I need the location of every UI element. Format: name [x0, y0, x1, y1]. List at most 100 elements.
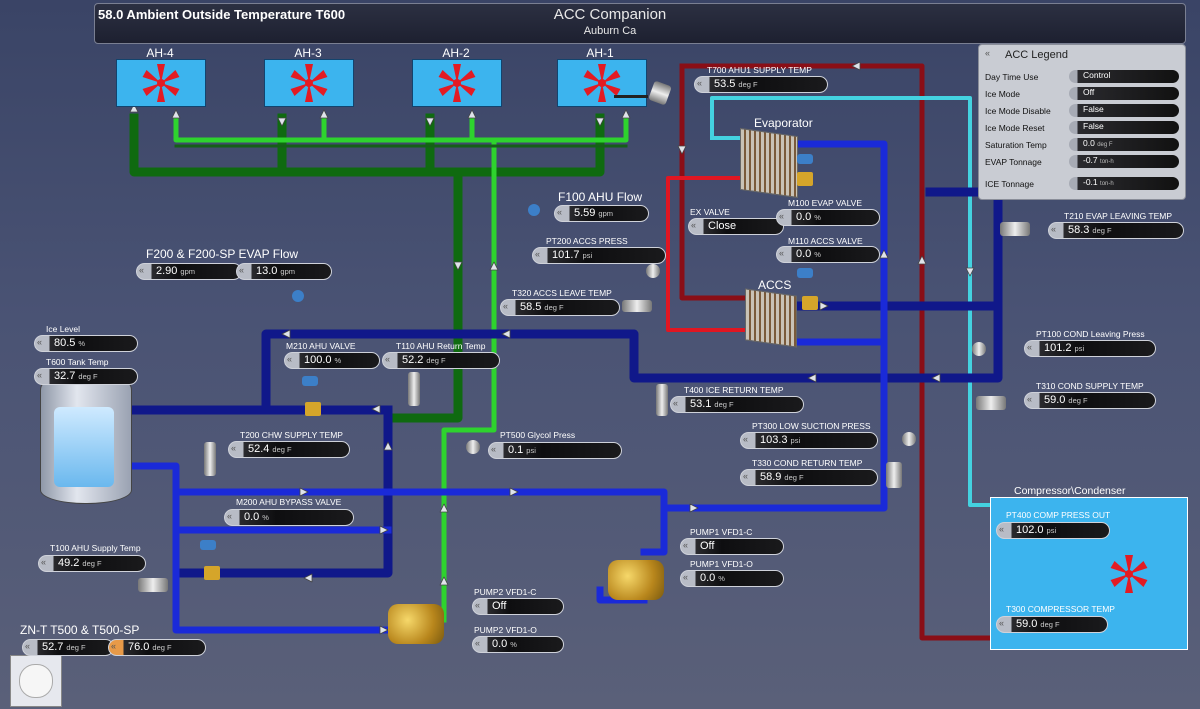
air-handler-ah4[interactable]: [116, 59, 206, 107]
t100-value: 49.2: [58, 557, 80, 569]
double-chevron-icon: «: [503, 301, 508, 311]
t210-value: 58.3: [1068, 224, 1090, 236]
m210-actuator-icon: [302, 376, 318, 386]
pt100-value: 101.2: [1044, 342, 1072, 354]
accs-label: ACCS: [758, 278, 792, 292]
pt200-value: 101.7: [552, 249, 580, 261]
m200-field[interactable]: «0.0%: [224, 509, 354, 526]
m110-label: M110 ACCS VALVE: [788, 236, 863, 246]
temperature-sensor-icon: [138, 578, 168, 592]
ambient-temp-readout: 58.0 Ambient Outside Temperature T600: [98, 7, 346, 22]
f200sp-value: 13.0: [256, 265, 278, 277]
t310-label: T310 COND SUPPLY TEMP: [1036, 381, 1144, 391]
f200sp-unit: gpm: [280, 267, 296, 276]
pump2-o-unit: %: [510, 640, 517, 649]
pump1-c-field[interactable]: «Off: [680, 538, 784, 555]
temperature-sensor-icon: [1000, 222, 1030, 236]
f200-value: 2.90: [156, 265, 178, 277]
pump2-icon[interactable]: [388, 604, 444, 644]
double-chevron-icon: «: [491, 444, 496, 454]
air-handler-ah3[interactable]: [264, 59, 354, 107]
flow-meter-icon: [292, 290, 304, 302]
ice-level-unit: %: [78, 339, 86, 348]
m200-valve-icon[interactable]: [204, 566, 220, 580]
ah1-label: AH-1: [586, 46, 614, 60]
m210-unit: %: [334, 356, 342, 365]
m100-valve-icon[interactable]: [797, 172, 813, 186]
page-subtitle: Auburn Ca: [583, 25, 637, 37]
legend-value: 0.0 deg F: [1083, 138, 1113, 148]
t600-value: 32.7: [54, 370, 76, 382]
t100-unit: deg F: [82, 559, 102, 568]
flow-meter-icon: [528, 204, 540, 216]
double-chevron-icon: «: [557, 207, 562, 217]
legend-row-label: Ice Mode Reset: [985, 123, 1045, 133]
ice-level-field[interactable]: «80.5%: [34, 335, 138, 352]
m100-label: M100 EVAP VALVE: [788, 198, 863, 208]
m110-valve-icon[interactable]: [802, 296, 818, 310]
double-chevron-icon[interactable]: «: [985, 48, 991, 58]
double-chevron-icon: «: [1027, 342, 1032, 352]
zone-thermostat-icon[interactable]: [10, 655, 62, 707]
t320-label: T320 ACCS LEAVE TEMP: [512, 288, 612, 298]
t400-value: 53.1: [690, 398, 712, 410]
ex-valve-field[interactable]: «Close: [688, 218, 784, 235]
double-chevron-icon: «: [139, 265, 144, 275]
legend-value: False: [1083, 121, 1104, 131]
t110-label: T110 AHU Return Temp: [396, 341, 486, 351]
pt200-label: PT200 ACCS PRESS: [546, 236, 628, 246]
legend-value: Off: [1083, 87, 1095, 97]
air-handler-ah2[interactable]: [412, 59, 502, 107]
t200-value: 52.4: [248, 443, 270, 455]
f100-label: F100 AHU Flow: [558, 190, 643, 204]
pump1-icon[interactable]: [608, 560, 664, 600]
temperature-sensor-icon: [408, 372, 420, 406]
air-handler-ah1[interactable]: [557, 59, 648, 107]
m200-value: 0.0: [244, 511, 260, 523]
t320-value: 58.5: [520, 301, 542, 313]
legend-field: -0.7 ton-h: [1069, 155, 1179, 168]
double-chevron-icon: «: [475, 638, 480, 648]
m210-valve-icon[interactable]: [305, 402, 321, 416]
double-chevron-icon: «: [25, 641, 30, 651]
t500sp-value: 76.0: [128, 641, 150, 653]
m100-unit: %: [814, 213, 821, 222]
m110-field[interactable]: «0.0%: [776, 246, 880, 263]
m210-field[interactable]: «100.0%: [284, 352, 380, 369]
t300-label: T300 COMPRESSOR TEMP: [1006, 604, 1115, 614]
legend-row-label: EVAP Tonnage: [985, 157, 1042, 167]
m100-field[interactable]: «0.0%: [776, 209, 880, 226]
double-chevron-icon: «: [111, 641, 116, 651]
pump1-o-field[interactable]: «0.0%: [680, 570, 784, 587]
pressure-gauge-icon: [972, 342, 986, 356]
pt100-label: PT100 COND Leaving Press: [1036, 329, 1145, 339]
pt400-value: 102.0: [1016, 524, 1044, 536]
pump2-c-field[interactable]: «Off: [472, 598, 564, 615]
double-chevron-icon: «: [231, 443, 236, 453]
pump2-c-label: PUMP2 VFD1-C: [474, 587, 537, 597]
t110-unit: deg F: [426, 356, 446, 365]
compressor-condenser-label: Compressor\Condenser: [1014, 485, 1126, 497]
pump2-o-field[interactable]: «0.0%: [472, 636, 564, 653]
